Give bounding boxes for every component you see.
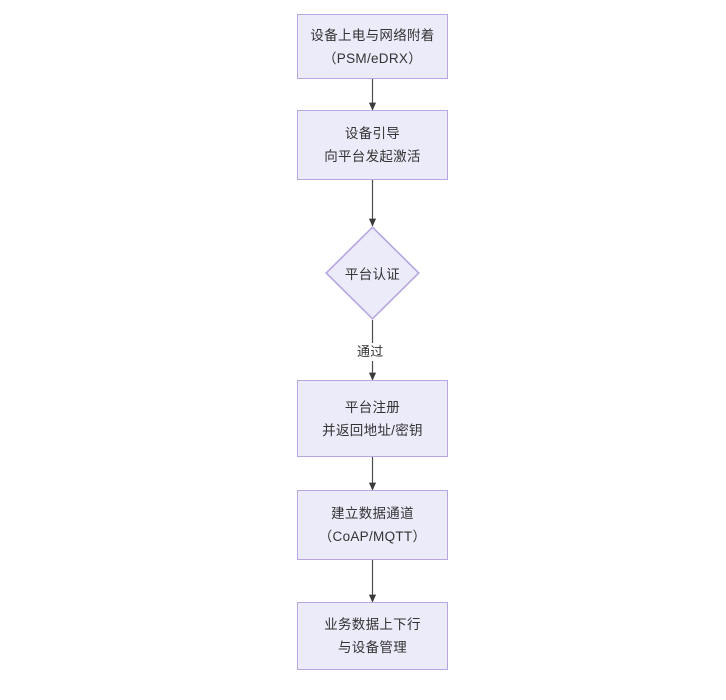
diamond-shape-icon — [325, 226, 420, 320]
flow-node-label-line1: 建立数据通道 — [331, 506, 414, 521]
flow-node-label-line1: 设备上电与网络附着 — [310, 27, 435, 43]
flow-node-label-line1: 平台注册 — [344, 399, 401, 415]
flow-node-establish-data-channel[interactable]: 建立数据通道 （CoAP/MQTT） — [297, 490, 448, 560]
flow-node-label-line1: 平台认证 — [344, 267, 401, 282]
flow-node-label-line2: （CoAP/MQTT） — [318, 529, 427, 544]
flow-node-platform-registration[interactable]: 平台注册 并返回地址/密钥 — [297, 380, 448, 457]
edge-label-pass: 通过 — [355, 343, 386, 361]
flow-node-label-line2: 与设备管理 — [338, 640, 407, 655]
flow-node-label-line2: 并返回地址/密钥 — [322, 422, 423, 438]
flow-node-label-line2: 向平台发起激活 — [324, 149, 421, 164]
flow-node-device-bootstrap[interactable]: 设备引导 向平台发起激活 — [297, 110, 448, 180]
flow-node-label-line1: 业务数据上下行 — [324, 617, 421, 632]
flow-node-service-data-and-device-mgmt[interactable]: 业务数据上下行 与设备管理 — [297, 602, 448, 670]
flow-node-platform-auth[interactable]: 平台认证 — [325, 226, 420, 320]
flow-node-device-power-on[interactable]: 设备上电与网络附着 （PSM/eDRX） — [297, 14, 448, 79]
flow-node-label-line1: 设备引导 — [344, 126, 401, 141]
flow-node-label-line2: （PSM/eDRX） — [322, 50, 423, 66]
